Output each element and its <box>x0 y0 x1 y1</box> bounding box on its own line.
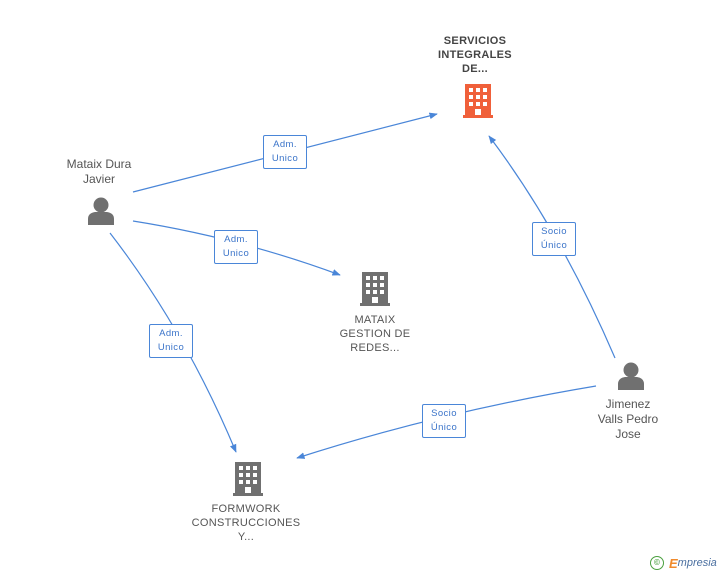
node-label-jimenez[interactable]: Jimenez Valls Pedro Jose <box>578 397 678 442</box>
label-line: DE... <box>462 63 488 75</box>
label-line: REDES... <box>350 342 400 354</box>
edge-label-adm-unico[interactable]: Adm. Unico <box>214 230 258 264</box>
edge-label-line: Adm. <box>224 234 248 245</box>
label-line: Javier <box>82 172 115 186</box>
person-icon[interactable] <box>88 197 114 226</box>
building-icon[interactable] <box>463 84 493 118</box>
edge-label-socio-unico[interactable]: Socio Único <box>422 404 466 438</box>
edge-label-adm-unico[interactable]: Adm. Unico <box>263 135 307 169</box>
edge-label-line: Adm. <box>273 139 297 150</box>
node-label-mataix-dura[interactable]: Mataix Dura Javier <box>49 157 149 187</box>
label-line: Valls Pedro <box>597 412 659 426</box>
label-line: Mataix Dura <box>66 157 132 171</box>
label-line: Jose <box>615 427 641 441</box>
node-label-servicios[interactable]: SERVICIOS INTEGRALES DE... <box>420 34 530 76</box>
edge-label-line: Socio <box>541 226 567 237</box>
edge-label-line: Unico <box>271 153 299 164</box>
building-icon[interactable] <box>233 462 263 496</box>
person-icon[interactable] <box>618 362 644 391</box>
copyright-icon: © <box>650 556 664 570</box>
footer-brand: © E mpresia <box>650 554 717 572</box>
edge-label-adm-unico[interactable]: Adm. Unico <box>149 324 193 358</box>
edge-label-socio-unico[interactable]: Socio Único <box>532 222 576 256</box>
label-line: Jimenez <box>605 397 651 411</box>
edge-label-line: Adm. <box>159 328 183 339</box>
label-line: INTEGRALES <box>438 49 512 61</box>
edge-label-line: Socio <box>431 408 457 419</box>
edge-label-line: Unico <box>157 342 185 353</box>
node-label-formwork[interactable]: FORMWORK CONSTRUCCIONES Y... <box>186 502 306 544</box>
label-line: CONSTRUCCIONES <box>191 517 301 529</box>
label-line: FORMWORK <box>211 503 281 515</box>
label-line: GESTION DE <box>339 328 411 340</box>
node-label-mataix-gestion[interactable]: MATAIX GESTION DE REDES... <box>320 313 430 355</box>
brand-logo-text: mpresia <box>677 557 717 569</box>
brand-logo-e: E <box>669 555 678 571</box>
label-line: SERVICIOS <box>443 35 507 47</box>
label-line: MATAIX <box>354 314 396 326</box>
edge-label-line: Único <box>540 240 568 251</box>
label-line: Y... <box>237 531 255 543</box>
building-icon[interactable] <box>360 272 390 306</box>
edge-label-line: Unico <box>222 248 250 259</box>
edge-label-line: Único <box>430 422 458 433</box>
